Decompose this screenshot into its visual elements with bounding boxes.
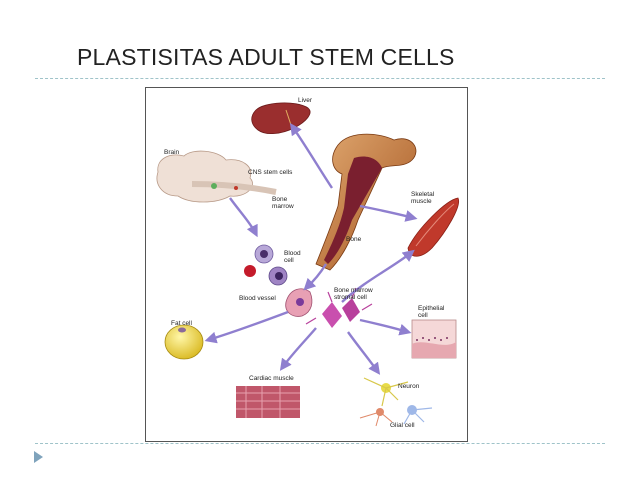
arrow-to-blood-cell	[229, 197, 258, 238]
label-blood-cell: Blood cell	[284, 250, 301, 264]
blood-vessel-illustration	[285, 288, 313, 317]
label-epithelial-cell: Epithelial cell	[418, 305, 444, 319]
arrow-to-cardiac-muscle	[279, 327, 317, 371]
label-stromal-cell-line2: stromal cell	[334, 294, 367, 301]
arrow-to-fat-cell	[204, 310, 289, 344]
epithelial-cell-illustration	[411, 319, 457, 359]
label-bone-marrow-line1: Bone	[272, 196, 288, 203]
fat-cell-illustration	[164, 324, 204, 360]
label-bone-marrow-line2: marrow	[272, 203, 294, 210]
label-blood-vessel: Blood vessel	[239, 295, 276, 302]
label-blood-cell-line1: Blood	[284, 250, 301, 257]
skeletal-muscle-illustration	[407, 197, 460, 257]
label-bone-marrow: Bone marrow	[272, 196, 294, 210]
bone-illustration	[315, 133, 417, 271]
blood-cells-illustration	[244, 244, 288, 286]
arrow-to-epithelial-cell	[359, 318, 412, 336]
arrow-to-liver	[289, 123, 333, 189]
figure-illustration	[156, 102, 460, 427]
bottom-divider	[35, 443, 605, 444]
arrow-to-blood-vessel	[303, 263, 328, 291]
top-divider	[35, 78, 605, 79]
stem-cell-plasticity-figure: Liver Brain CNS stem cells Bone marrow S…	[145, 87, 468, 442]
liver-illustration	[251, 102, 311, 134]
label-epithelial-cell-line1: Epithelial	[418, 305, 445, 312]
differentiation-arrows	[204, 123, 418, 375]
stromal-cells-illustration	[305, 287, 373, 328]
brain-illustration	[156, 150, 277, 203]
label-epithelial-cell-line2: cell	[418, 312, 428, 319]
label-bone: Bone	[346, 236, 362, 243]
cardiac-muscle-illustration	[236, 386, 300, 418]
slide-title: PLASTISITAS ADULT STEM CELLS	[77, 44, 455, 70]
label-blood-cell-line2: cell	[284, 257, 294, 264]
label-cns-stem-cells: CNS stem cells	[248, 169, 293, 176]
label-liver: Liver	[298, 97, 313, 104]
label-skeletal-muscle-line2: muscle	[411, 198, 432, 205]
label-cardiac-muscle: Cardiac muscle	[249, 375, 294, 382]
label-neuron: Neuron	[398, 383, 420, 390]
arrow-to-neuron	[347, 331, 381, 375]
arrow-stromal-to-muscle	[341, 249, 415, 303]
neuron-glial-illustration	[359, 377, 433, 427]
label-stromal-cell-line1: Bone marrow	[334, 287, 373, 294]
triangle-bullet-icon	[34, 451, 43, 463]
label-skeletal-muscle: Skeletal muscle	[411, 191, 434, 205]
label-stromal-cell: Bone marrow stromal cell	[334, 287, 373, 301]
arrow-to-skeletal-muscle	[359, 204, 418, 222]
label-skeletal-muscle-line1: Skeletal	[411, 191, 435, 198]
label-glial-cell: Glial cell	[390, 422, 415, 429]
label-brain: Brain	[164, 149, 180, 156]
label-fat-cell: Fat cell	[171, 320, 192, 327]
